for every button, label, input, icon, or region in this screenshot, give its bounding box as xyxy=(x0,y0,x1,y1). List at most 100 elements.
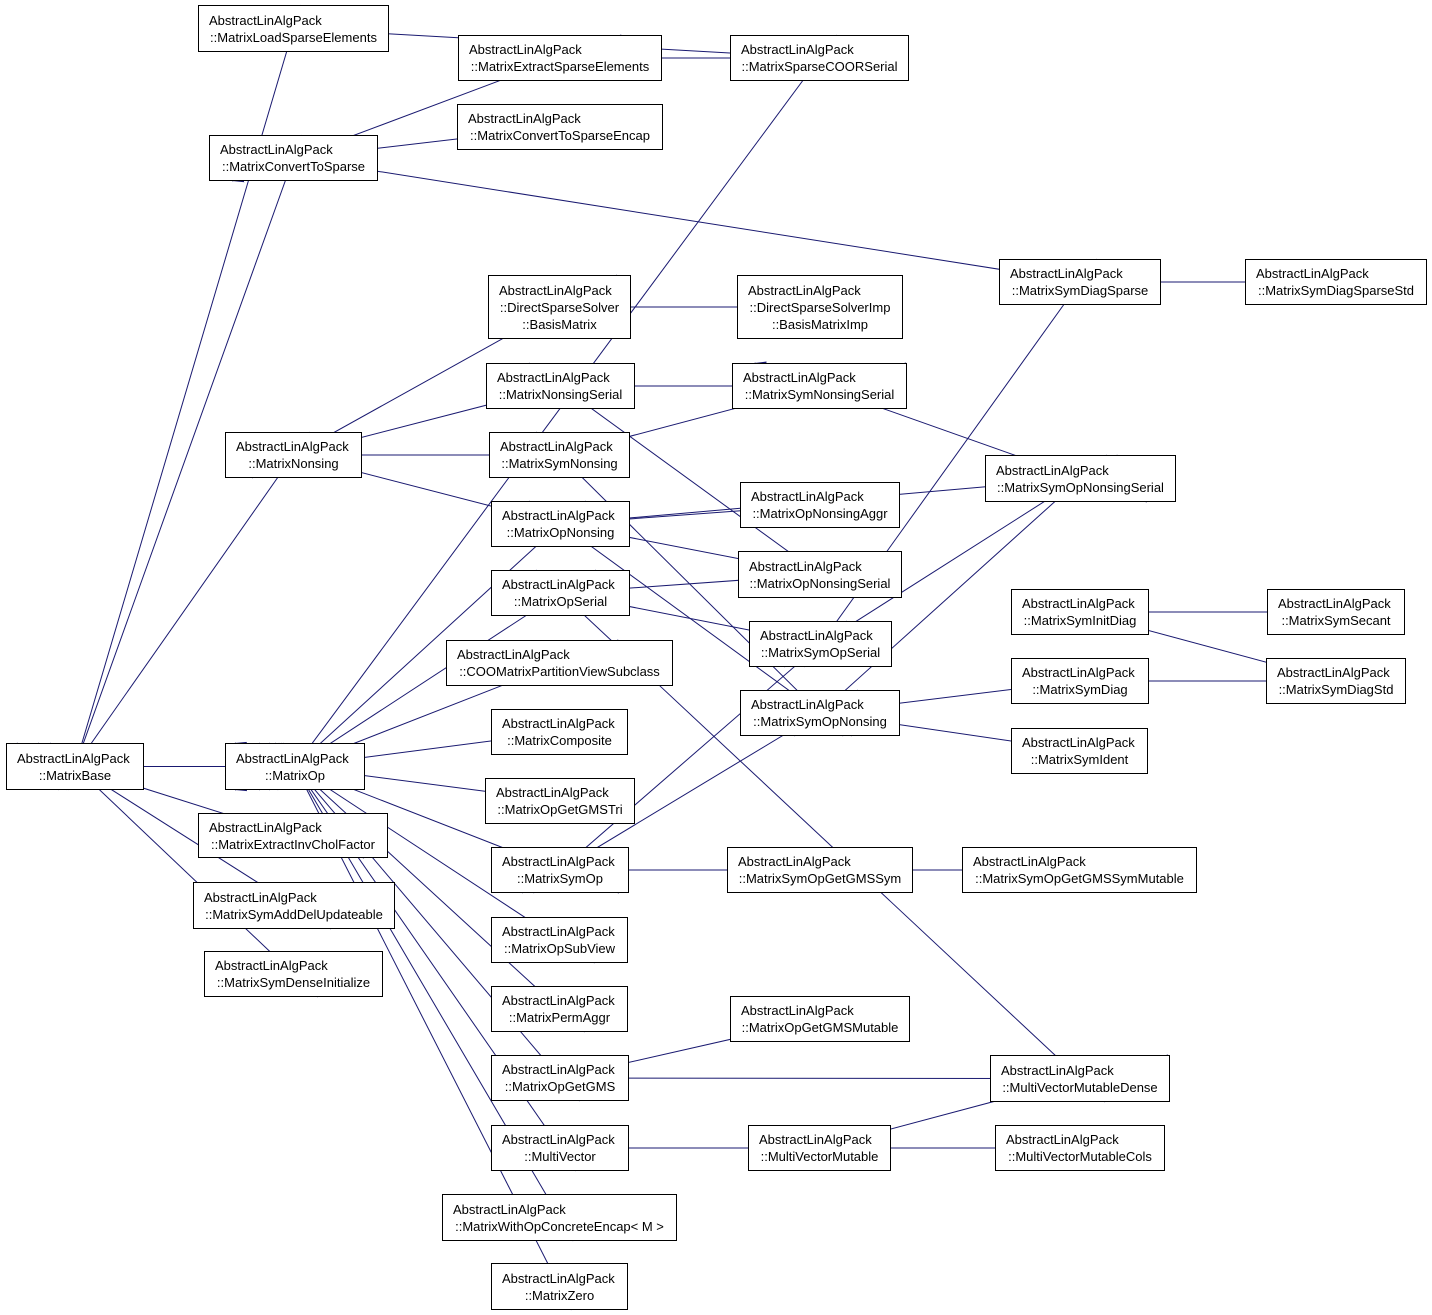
edge-nonsing-to-base xyxy=(58,431,311,791)
class-node-directbasis[interactable]: AbstractLinAlgPack::DirectSparseSolver::… xyxy=(488,275,631,339)
node-namespace-label: AbstractLinAlgPack xyxy=(1022,596,1135,611)
edge-opgetgms-to-op xyxy=(274,742,580,1102)
node-namespace-label: AbstractLinAlgPack xyxy=(743,370,856,385)
class-node-nonsing[interactable]: AbstractLinAlgPack::MatrixNonsing xyxy=(225,432,362,478)
edge-sparsecoor-to-op xyxy=(277,34,837,791)
class-node-zero[interactable]: AbstractLinAlgPack::MatrixZero xyxy=(491,1263,628,1310)
class-node-sparsecoor[interactable]: AbstractLinAlgPack::MatrixSparseCOORSeri… xyxy=(730,35,909,81)
node-namespace-label: AbstractLinAlgPack xyxy=(749,558,862,574)
node-class-label: ::MatrixSymNonsing xyxy=(501,456,618,471)
node-namespace-label: AbstractLinAlgPack xyxy=(1277,665,1390,680)
class-node-op[interactable]: AbstractLinAlgPack::MatrixOp xyxy=(225,743,365,790)
node-namespace-label: AbstractLinAlgPack xyxy=(468,111,581,126)
node-namespace-label: AbstractLinAlgPack xyxy=(502,716,615,731)
node-class-label: ::MatrixSymOpGetGMSSym xyxy=(738,871,902,886)
class-node-symsecant[interactable]: AbstractLinAlgPack::MatrixSymSecant xyxy=(1267,589,1405,635)
node-class-label: ::MatrixExtractInvCholFactor xyxy=(211,836,375,852)
node-namespace-label: AbstractLinAlgPack xyxy=(502,1062,615,1077)
edge-symdiagsparse-to-symopserial xyxy=(803,258,1097,668)
class-node-symdiag[interactable]: AbstractLinAlgPack::MatrixSymDiag xyxy=(1011,658,1149,704)
node-namespace-label: AbstractLinAlgPack xyxy=(973,854,1086,869)
edge-opnonsing-to-op xyxy=(268,500,587,791)
edge-loadsparse-to-base xyxy=(65,4,301,791)
node-namespace-label: AbstractLinAlgPack xyxy=(1022,735,1135,750)
class-node-multivector[interactable]: AbstractLinAlgPack::MultiVector xyxy=(491,1125,629,1171)
class-node-opgetgms[interactable]: AbstractLinAlgPack::MatrixOpGetGMS xyxy=(491,1055,629,1101)
class-node-symopserial[interactable]: AbstractLinAlgPack::MatrixSymOpSerial xyxy=(749,621,892,667)
class-node-nonsingserial[interactable]: AbstractLinAlgPack::MatrixNonsingSerial xyxy=(486,363,635,409)
class-node-symopnonsingserial[interactable]: AbstractLinAlgPack::MatrixSymOpNonsingSe… xyxy=(985,455,1176,502)
node-class-label: ::DirectSparseSolverImp xyxy=(749,299,891,315)
class-node-opnonsing[interactable]: AbstractLinAlgPack::MatrixOpNonsing xyxy=(491,501,630,547)
class-node-coopart[interactable]: AbstractLinAlgPack::COOMatrixPartitionVi… xyxy=(446,640,673,686)
node-class-label: ::MatrixSymDiagStd xyxy=(1278,682,1394,697)
class-node-symopgetgmssym[interactable]: AbstractLinAlgPack::MatrixSymOpGetGMSSym xyxy=(727,847,913,893)
node-class-label: ::MatrixOpSubView xyxy=(503,941,616,956)
class-node-opgetgmsmutable[interactable]: AbstractLinAlgPack::MatrixOpGetGMSMutabl… xyxy=(730,996,910,1042)
node-namespace-label: AbstractLinAlgPack xyxy=(1278,596,1391,611)
class-node-symdiagsparsestd[interactable]: AbstractLinAlgPack::MatrixSymDiagSparseS… xyxy=(1245,259,1427,305)
node-namespace-label: AbstractLinAlgPack xyxy=(215,958,328,973)
node-class-label: ::MatrixSymAddDelUpdateable xyxy=(205,906,383,922)
node-namespace-label: AbstractLinAlgPack xyxy=(17,750,130,766)
class-node-mvmutablecols[interactable]: AbstractLinAlgPack::MultiVectorMutableCo… xyxy=(995,1125,1165,1171)
node-class-label: ::COOMatrixPartitionViewSubclass xyxy=(459,664,660,679)
class-node-opnonsingserial[interactable]: AbstractLinAlgPack::MatrixOpNonsingSeria… xyxy=(738,551,902,598)
node-class-label: ::MatrixZero xyxy=(524,1287,595,1303)
class-node-extractsparse[interactable]: AbstractLinAlgPack::MatrixExtractSparseE… xyxy=(458,35,662,81)
node-class-label: ::DirectSparseSolver xyxy=(499,299,620,315)
node-class-label: ::MatrixWithOpConcreteEncap< M > xyxy=(455,1218,664,1234)
class-node-extinvchol[interactable]: AbstractLinAlgPack::MatrixExtractInvChol… xyxy=(198,813,388,858)
node-class-label: ::MatrixSymOpNonsingSerial xyxy=(997,479,1164,495)
class-node-permaggr[interactable]: AbstractLinAlgPack::MatrixPermAggr xyxy=(491,986,628,1032)
class-node-getgmstri[interactable]: AbstractLinAlgPack::MatrixOpGetGMSTri xyxy=(485,778,635,824)
edge-permaggr-to-op xyxy=(269,742,585,1033)
node-namespace-label: AbstractLinAlgPack xyxy=(220,142,333,157)
class-node-symadddel[interactable]: AbstractLinAlgPack::MatrixSymAddDelUpdat… xyxy=(193,882,395,929)
class-node-loadsparse[interactable]: AbstractLinAlgPack::MatrixLoadSparseElem… xyxy=(198,5,389,52)
class-node-symnonsingserial[interactable]: AbstractLinAlgPack::MatrixSymNonsingSeri… xyxy=(732,363,907,409)
node-namespace-label: AbstractLinAlgPack xyxy=(502,577,615,592)
class-node-convencap[interactable]: AbstractLinAlgPack::MatrixConvertToSpars… xyxy=(457,104,663,150)
node-class-label: ::MatrixNonsing xyxy=(248,456,339,471)
class-node-mvmutable[interactable]: AbstractLinAlgPack::MultiVectorMutable xyxy=(748,1125,891,1171)
node-namespace-label: AbstractLinAlgPack xyxy=(1006,1132,1119,1147)
node-namespace-label: AbstractLinAlgPack xyxy=(741,42,854,57)
class-node-symnonsing[interactable]: AbstractLinAlgPack::MatrixSymNonsing xyxy=(489,432,630,478)
node-namespace-label: AbstractLinAlgPack xyxy=(502,1132,615,1147)
class-node-withopencap[interactable]: AbstractLinAlgPack::MatrixWithOpConcrete… xyxy=(442,1194,677,1241)
class-node-symdenseinit[interactable]: AbstractLinAlgPack::MatrixSymDenseInitia… xyxy=(204,951,383,997)
node-class-label: ::MultiVectorMutable xyxy=(760,1149,879,1164)
class-node-symident[interactable]: AbstractLinAlgPack::MatrixSymIdent xyxy=(1011,728,1148,774)
node-class-label: ::MatrixSymNonsingSerial xyxy=(744,387,895,402)
node-class-label: ::MatrixOpSerial xyxy=(513,594,608,609)
class-node-directimp[interactable]: AbstractLinAlgPack::DirectSparseSolverIm… xyxy=(737,275,903,339)
class-node-symop[interactable]: AbstractLinAlgPack::MatrixSymOp xyxy=(491,847,629,893)
node-namespace-label: AbstractLinAlgPack xyxy=(502,1270,615,1286)
node-class-label: ::MatrixSymOpGetGMSSymMutable xyxy=(975,871,1184,886)
node-class-label: ::MatrixComposite xyxy=(507,733,612,748)
class-node-symdiagsparse[interactable]: AbstractLinAlgPack::MatrixSymDiagSparse xyxy=(999,259,1161,305)
node-namespace-label: AbstractLinAlgPack xyxy=(1022,665,1135,680)
class-node-symopnonsing[interactable]: AbstractLinAlgPack::MatrixSymOpNonsing xyxy=(740,690,900,736)
class-node-convsparse[interactable]: AbstractLinAlgPack::MatrixConvertToSpars… xyxy=(209,135,378,181)
node-namespace-label: AbstractLinAlgPack xyxy=(236,750,349,766)
class-node-composite[interactable]: AbstractLinAlgPack::MatrixComposite xyxy=(491,709,628,755)
class-node-opserial[interactable]: AbstractLinAlgPack::MatrixOpSerial xyxy=(491,570,630,616)
node-class-label: ::MatrixSymOpNonsing xyxy=(753,714,887,729)
node-namespace-label: AbstractLinAlgPack xyxy=(751,489,864,504)
node-class-label: ::MatrixOpNonsingAggr xyxy=(752,506,888,521)
class-node-opsubview[interactable]: AbstractLinAlgPack::MatrixOpSubView xyxy=(491,917,628,963)
node-class-label: ::BasisMatrix xyxy=(522,316,597,332)
node-namespace-label: AbstractLinAlgPack xyxy=(497,370,610,385)
node-class-label: ::MatrixSymOpSerial xyxy=(760,645,881,660)
class-node-symdiagstd[interactable]: AbstractLinAlgPack::MatrixSymDiagStd xyxy=(1266,658,1406,704)
class-node-syminitdiag[interactable]: AbstractLinAlgPack::MatrixSymInitDiag xyxy=(1011,589,1149,635)
class-node-base[interactable]: AbstractLinAlgPack::MatrixBase xyxy=(6,743,144,790)
class-node-symopgetgmssymmut[interactable]: AbstractLinAlgPack::MatrixSymOpGetGMSSym… xyxy=(962,847,1197,893)
node-class-label: ::MatrixBase xyxy=(38,767,112,783)
class-node-opnonsingaggr[interactable]: AbstractLinAlgPack::MatrixOpNonsingAggr xyxy=(740,482,900,528)
node-namespace-label: AbstractLinAlgPack xyxy=(204,889,317,905)
node-namespace-label: AbstractLinAlgPack xyxy=(502,854,615,869)
class-node-mvmutabledense[interactable]: AbstractLinAlgPack::MultiVectorMutableDe… xyxy=(990,1055,1170,1102)
